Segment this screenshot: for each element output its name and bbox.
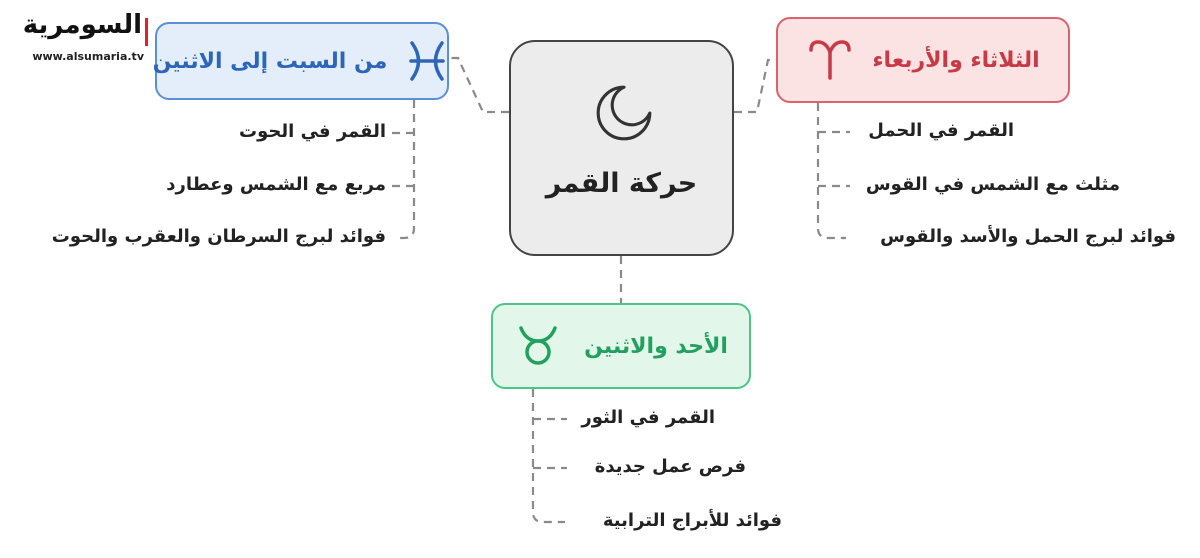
center-title: حركة القمر (545, 168, 698, 199)
crescent-moon-icon (596, 85, 652, 141)
list-item-left-3: فوائد لبرج السرطان والعقرب والحوت (51, 226, 386, 247)
list-item-left-2: مربع مع الشمس وعطارد (166, 174, 386, 195)
logo-url: www.alsumaria.tv (32, 50, 144, 63)
list-item-bottom-2: فرص عمل جديدة (594, 456, 746, 477)
aries-icon (809, 40, 852, 80)
connector-center-right (734, 58, 776, 114)
logo-name: السومرية (22, 10, 142, 40)
list-item-right-3: فوائد لبرج الحمل والأسد والقوس (880, 226, 1176, 247)
group-title-saturday-monday: من السبت إلى الاثنين (152, 48, 388, 74)
taurus-icon (519, 326, 557, 365)
connector-center-left (449, 56, 509, 114)
list-item-bottom-3: فوائد للأبراج الترابية (602, 510, 782, 531)
list-item-right-2: مثلث مع الشمس في القوس (865, 174, 1120, 195)
alsumaria-logo: السومرية www.alsumaria.tv (8, 6, 148, 68)
pisces-icon (409, 41, 446, 81)
branch-bottom-trunk (531, 389, 565, 524)
group-title-tuesday-wednesday: الثلاثاء والأربعاء (872, 47, 1040, 73)
logo-accent-bar (145, 18, 148, 46)
list-item-right-1: القمر في الحمل (868, 120, 1014, 141)
center-node: حركة القمر (509, 40, 734, 256)
branch-left-trunk (396, 100, 416, 240)
group-box-saturday-monday: من السبت إلى الاثنين (152, 22, 449, 100)
list-item-left-1: القمر في الحوت (239, 121, 386, 142)
group-box-tuesday-wednesday: الثلاثاء والأربعاء (776, 17, 1070, 103)
group-title-sunday-monday: الأحد والاثنين (584, 333, 728, 359)
group-box-sunday-monday: الأحد والاثنين (491, 303, 751, 389)
branch-right-trunk (816, 103, 846, 240)
list-item-bottom-1: القمر في الثور (581, 407, 715, 428)
